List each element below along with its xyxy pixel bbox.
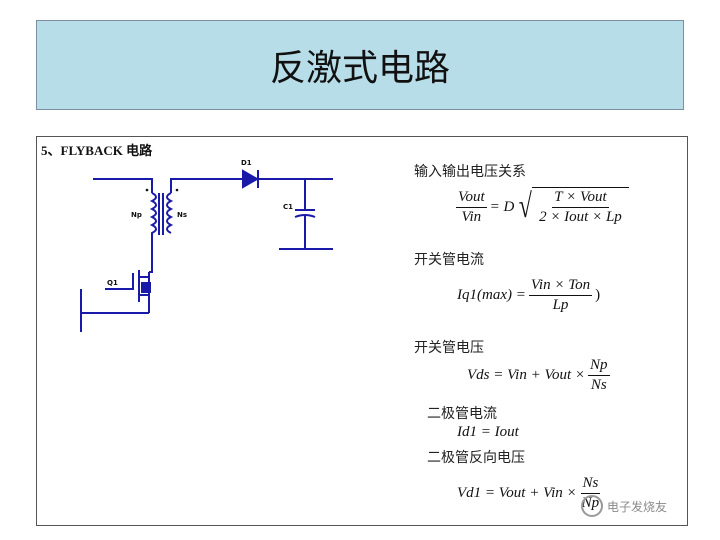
io-relation-label: 输入输出电压关系 (414, 164, 526, 180)
flyback-circuit-diagram: D1 C1 Np Ns Q1 (80, 159, 333, 332)
diode-reverse-voltage-num: Ns (580, 475, 601, 494)
panel-heading: 5、FLYBACK 电路 (41, 143, 153, 158)
switch-current-tail: ) (595, 287, 601, 303)
watermark-logo-icon (580, 495, 603, 517)
ns-label: Ns (177, 211, 187, 219)
io-sqrt-body: T × Vout 2 × Iout × Lp (532, 187, 629, 227)
diode-d1 (242, 169, 260, 189)
switch-voltage-den: Ns (590, 377, 607, 393)
q1-source-box (141, 282, 151, 293)
watermark: 电子发烧友 (580, 495, 667, 517)
slide-title-bar: 反激式电路 (36, 20, 684, 110)
io-sqrt: √ T × Vout 2 × Iout × Lp (516, 187, 629, 227)
switch-voltage-num: Np (588, 357, 610, 376)
q1-label: Q1 (107, 279, 118, 287)
secondary-dot (175, 188, 179, 192)
c1-label: C1 (283, 203, 293, 211)
q1-body (139, 276, 150, 313)
np-label: Np (131, 211, 142, 219)
secondary-top-wire (170, 178, 243, 193)
switch-voltage-label: 开关管电压 (414, 340, 484, 356)
switch-current-lhs: Iq1(max) = (457, 287, 526, 303)
primary-top-wire (93, 178, 153, 193)
switch-voltage-fraction: Np Ns (588, 357, 610, 394)
sqrt-radical-icon: √ (519, 188, 533, 225)
io-lhs-num: Vout (456, 189, 487, 208)
diode-reverse-voltage-label: 二极管反向电压 (427, 450, 525, 466)
io-lhs-fraction: Vout Vin (456, 189, 487, 226)
slide-title: 反激式电路 (269, 48, 450, 89)
primary-dot (145, 188, 149, 192)
secondary-winding (166, 192, 174, 234)
diode-reverse-voltage-lhs: Vd1 = Vout + Vin × (457, 485, 577, 501)
q1-gate (105, 273, 134, 290)
watermark-text: 电子发烧友 (606, 499, 667, 514)
diode-current-label: 二极管电流 (427, 406, 497, 422)
primary-winding (149, 192, 157, 273)
d1-label: D1 (241, 159, 252, 167)
io-rad-den: 2 × Iout × Lp (539, 209, 622, 225)
diode-current-equation: Id1 = Iout (457, 424, 519, 440)
io-relation-equation: Vout Vin = D √ T × Vout 2 × Iout × Lp (453, 187, 629, 227)
switch-current-label: 开关管电流 (414, 252, 484, 268)
io-lhs-den: Vin (461, 208, 482, 225)
io-eq-mid: = D (489, 198, 515, 215)
io-rad-fraction: T × Vout 2 × Iout × Lp (537, 189, 624, 226)
content-panel: 5、FLYBACK 电路 (36, 136, 688, 526)
switch-current-den: Lp (552, 297, 569, 313)
io-rad-num: T × Vout (552, 189, 609, 208)
switch-current-num: Vin × Ton (528, 277, 593, 296)
switch-voltage-lhs: Vds = Vin + Vout × (467, 367, 586, 383)
switch-current-equation: Iq1(max) = Vin × Ton Lp ) (457, 277, 600, 314)
switch-voltage-equation: Vds = Vin + Vout × Np Ns (467, 357, 613, 394)
switch-current-fraction: Vin × Ton Lp (528, 277, 593, 314)
